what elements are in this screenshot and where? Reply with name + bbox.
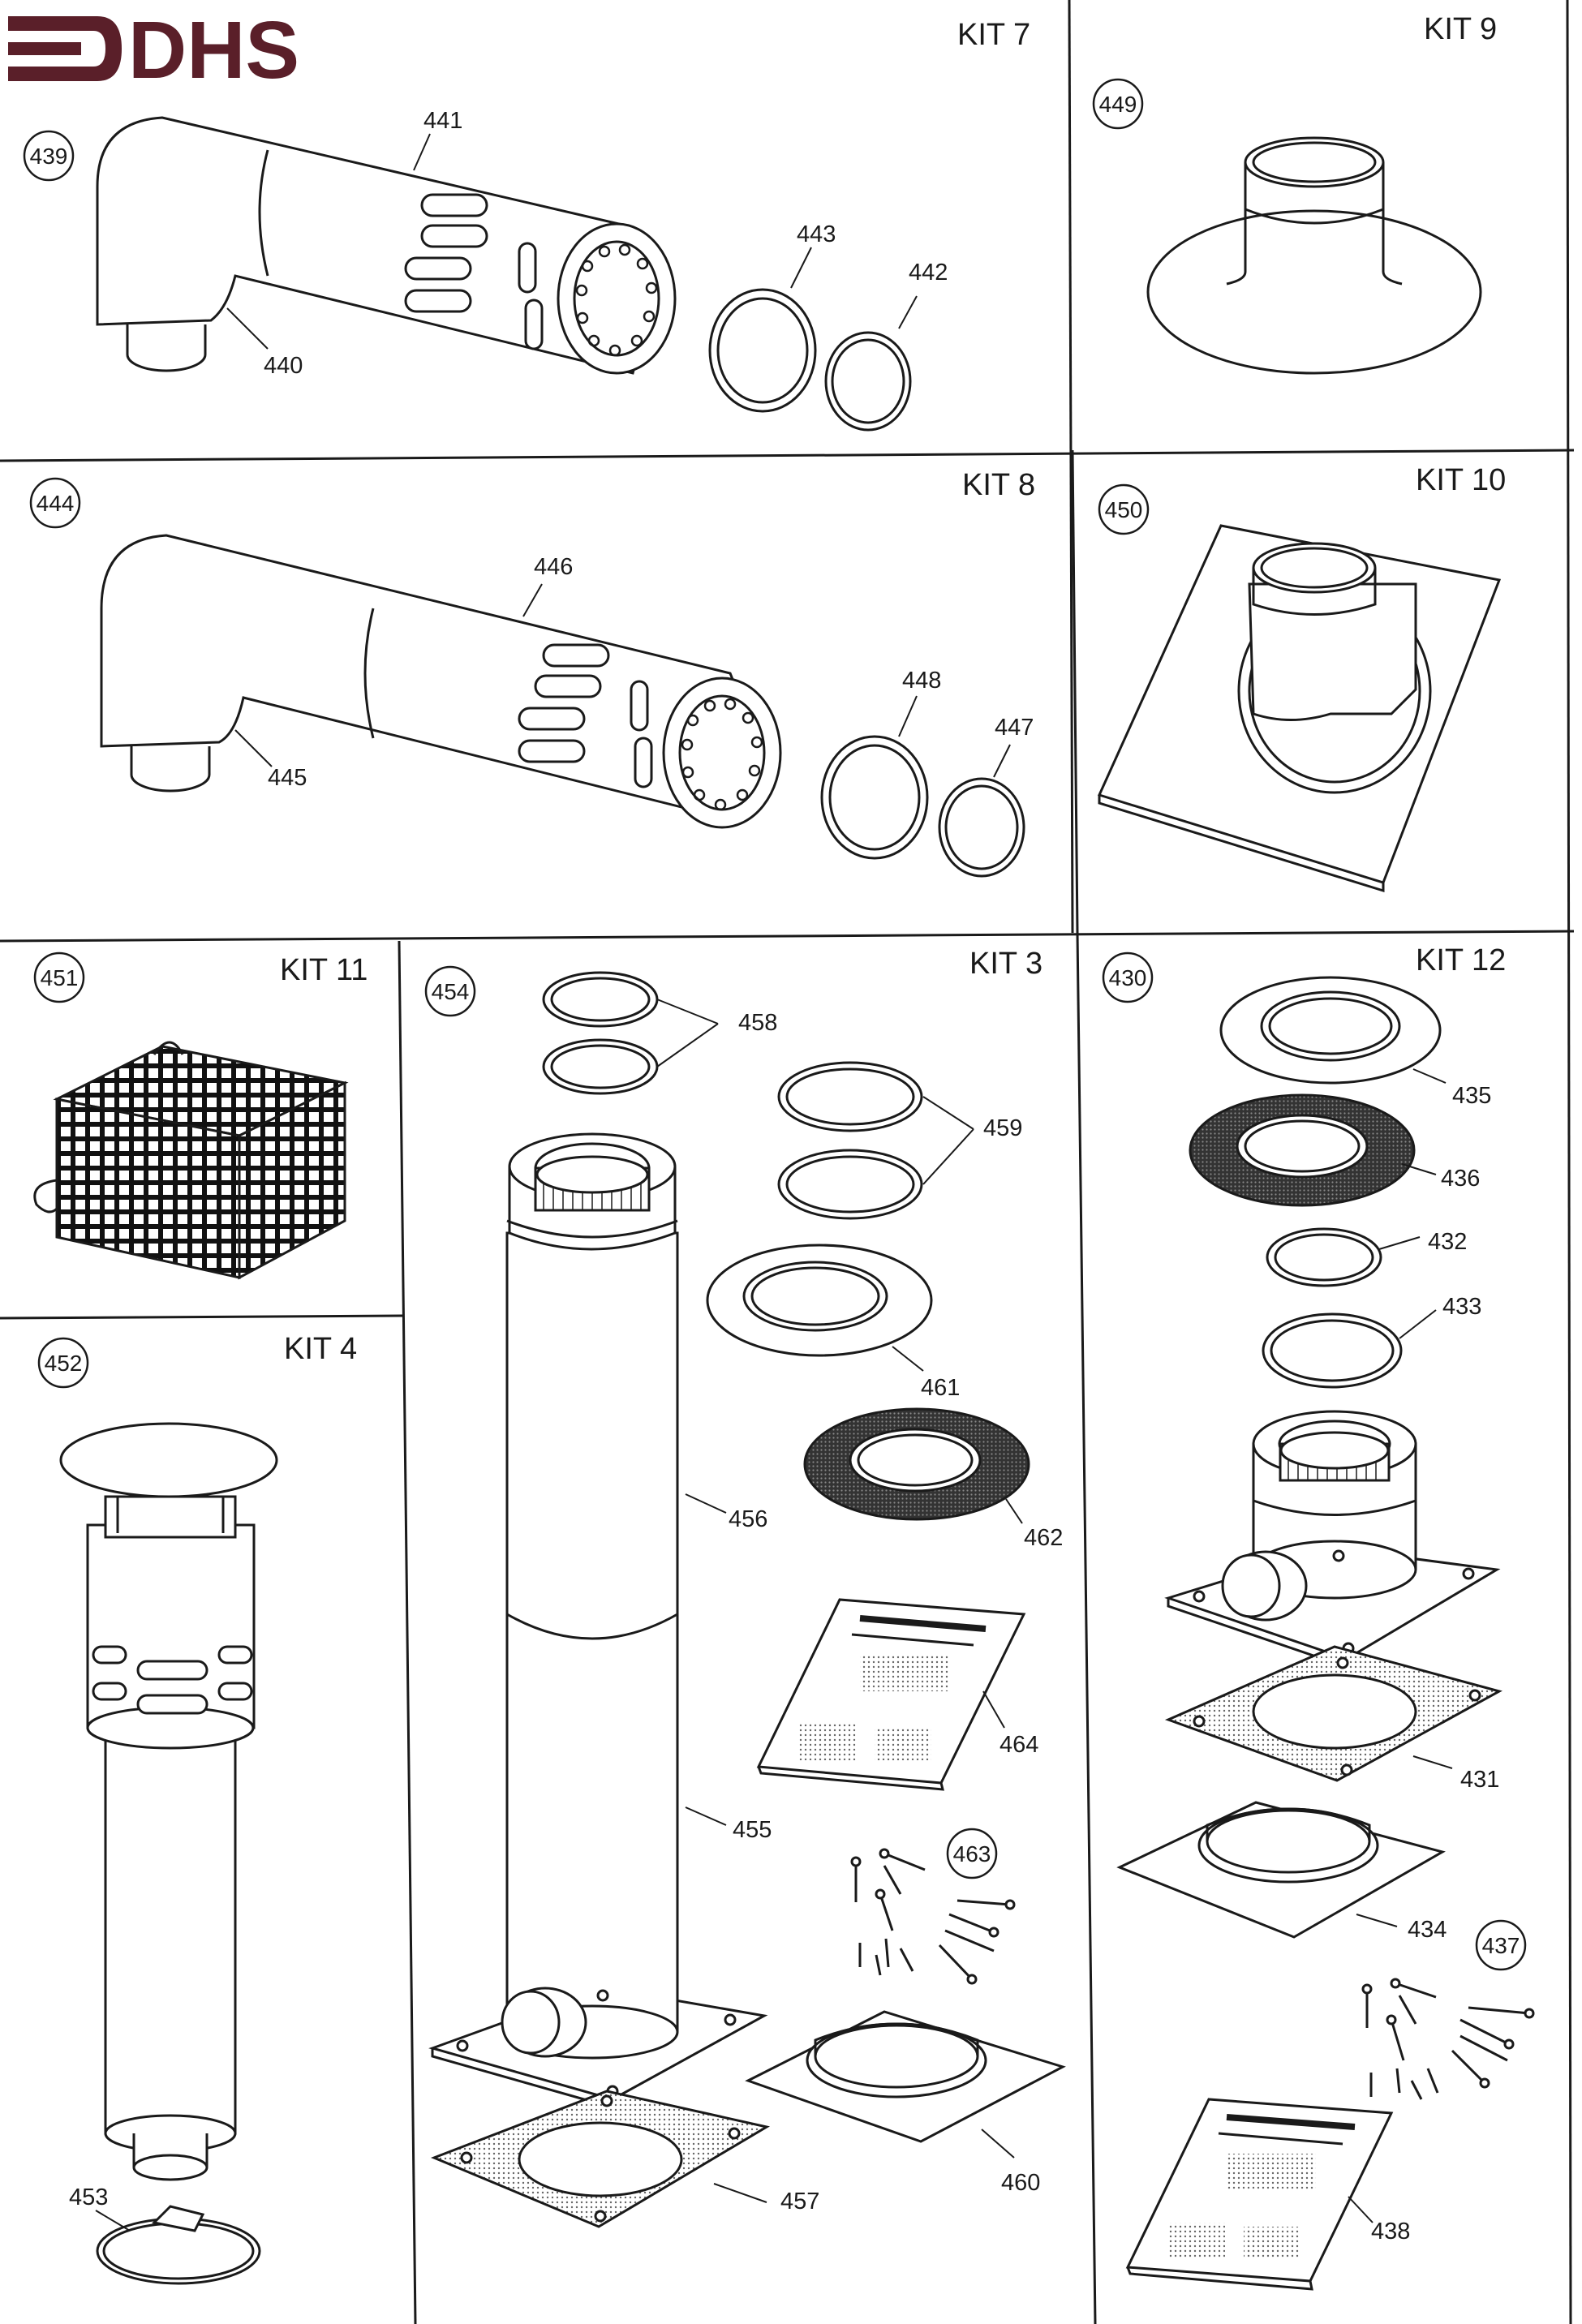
callout-circle: [424, 965, 476, 1017]
kit-title: KIT 3: [969, 947, 1042, 981]
part-label: 435: [1452, 1083, 1491, 1109]
seal-rings: [708, 288, 912, 432]
part-label: 460: [1001, 2170, 1040, 2196]
part-label: 438: [1371, 2219, 1410, 2245]
part-label: 461: [921, 1375, 960, 1401]
kit-3-panel: KIT 3 454: [424, 947, 1066, 2228]
callout-circle: [1102, 952, 1154, 1003]
part-label: 436: [1441, 1166, 1480, 1192]
foam-gasket: [1189, 1093, 1416, 1207]
callout-number: 439: [30, 144, 68, 169]
part-label: 448: [902, 668, 941, 694]
kit-title: KIT 10: [1416, 463, 1506, 497]
kit-7-panel: KIT 7 439: [23, 18, 1030, 432]
kit-title: KIT 11: [280, 953, 368, 987]
part-label: 431: [1460, 1767, 1499, 1793]
kit-11-panel: KIT 11 451: [33, 952, 368, 1280]
callout-number: 444: [37, 491, 75, 516]
roof-flashing-drawing: [1146, 136, 1482, 375]
callout-circle: [1092, 78, 1144, 130]
part-label: 458: [738, 1010, 777, 1036]
terminal-elbow-drawing: [100, 534, 782, 829]
part-label: 464: [999, 1732, 1038, 1758]
logo-text: DHS: [128, 5, 299, 96]
part-label: 459: [983, 1115, 1022, 1141]
wall-plate-ring: [1219, 976, 1442, 1085]
kit-4-panel: KIT 4 452 453: [37, 1332, 357, 2285]
callout-circle: [29, 477, 81, 529]
callout-circle: [33, 952, 85, 1003]
callout-number: 449: [1099, 92, 1137, 117]
callout-circle: [23, 130, 75, 182]
callout-number: 452: [45, 1351, 83, 1376]
callout-number: 451: [41, 965, 79, 990]
part-label: 442: [909, 260, 948, 286]
part-label: 446: [534, 554, 573, 580]
callout-number: 454: [432, 979, 470, 1004]
kit-8-panel: KIT 8 444: [29, 468, 1035, 878]
instruction-leaflet: [756, 1598, 1026, 1791]
screws-and-plugs: [1361, 1978, 1535, 2100]
dhs-logo: DHS: [8, 5, 299, 96]
kit-title: KIT 4: [284, 1332, 357, 1366]
part-label: 453: [69, 2184, 108, 2210]
callout-circle: [946, 1828, 998, 1879]
wall-plate-ring: [706, 1244, 933, 1357]
clamp-ring-drawing: [96, 2205, 261, 2285]
part-label: 441: [423, 108, 462, 134]
part-label: 434: [1408, 1917, 1447, 1943]
vertical-terminal-drawing: [59, 1422, 278, 2181]
base-plate: [428, 1979, 768, 2109]
part-label: 432: [1428, 1229, 1467, 1255]
part-label: 433: [1442, 1294, 1481, 1320]
boiler-adaptor-drawing: [1164, 1410, 1501, 1669]
kit-title: KIT 8: [962, 468, 1035, 502]
flange-plate: [745, 2010, 1066, 2143]
part-label: 456: [729, 1506, 767, 1532]
kit-9-panel: KIT 9 449: [1092, 12, 1497, 375]
part-label: 445: [268, 765, 307, 791]
kit-10-panel: KIT 10 450: [1097, 463, 1506, 893]
part-label: 443: [797, 221, 836, 247]
callout-circle: [1098, 483, 1150, 535]
kit-title: KIT 9: [1424, 12, 1497, 46]
base-gasket: [430, 2090, 771, 2228]
callout-number: 450: [1105, 497, 1143, 522]
callout-circle: [1475, 1919, 1527, 1971]
base-gasket: [1164, 1645, 1502, 1782]
flat-roof-flashing-drawing: [1097, 524, 1502, 893]
seal-rings: [1262, 1227, 1403, 1389]
part-label: 455: [733, 1817, 772, 1843]
kit-12-panel: KIT 12 430: [1102, 943, 1535, 2291]
kit-title: KIT 7: [957, 18, 1030, 52]
seal-rings: [542, 971, 923, 1220]
part-label: 462: [1024, 1525, 1063, 1551]
instruction-leaflet: [1125, 2098, 1394, 2291]
foam-gasket: [803, 1407, 1030, 1521]
kit-title: KIT 12: [1416, 943, 1506, 977]
flue-pipe-drawing: [505, 1132, 679, 2025]
guard-cage-drawing: [33, 1041, 349, 1280]
callout-number: 430: [1109, 965, 1147, 990]
part-label: 440: [264, 353, 303, 379]
seal-rings: [820, 735, 1025, 878]
callout-number: 437: [1482, 1933, 1520, 1958]
part-label: 447: [995, 715, 1034, 741]
callout-number: 463: [953, 1841, 991, 1867]
flange-plate: [1116, 1801, 1446, 1939]
terminal-elbow-drawing: [96, 116, 677, 375]
screws-and-plugs: [850, 1848, 1016, 1985]
callout-circle: [37, 1337, 89, 1389]
part-label: 457: [780, 2189, 819, 2214]
